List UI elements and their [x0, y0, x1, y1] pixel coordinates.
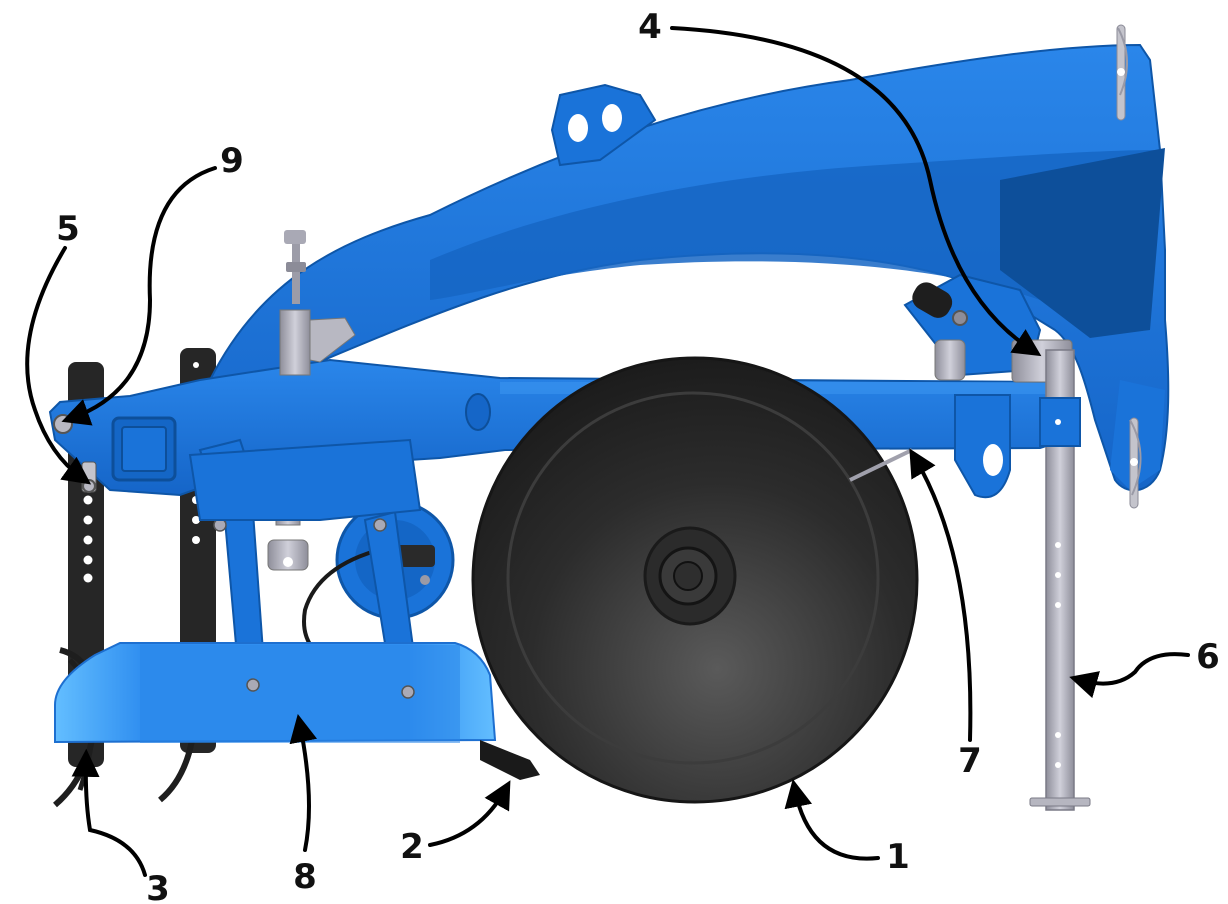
- callout-1-label: 1: [886, 837, 910, 877]
- parking-stand: [1029, 349, 1091, 811]
- callout-3-label: 3: [146, 869, 170, 904]
- lower-hitch-pin: [1129, 417, 1142, 509]
- arrow-1: [784, 779, 880, 861]
- arrow-2: [428, 780, 511, 847]
- arrow-8: [289, 714, 318, 852]
- callout-labels: 1 2 3 4 5 6 7 8 9: [56, 7, 1220, 904]
- callout-5-label: 5: [56, 209, 80, 249]
- scraper-rod: [849, 448, 913, 482]
- screw-adjuster: [267, 230, 356, 571]
- arrow-4: [670, 26, 1042, 357]
- disc: [471, 356, 919, 804]
- arrow-5: [25, 246, 92, 485]
- adjustment-pin: [81, 461, 97, 493]
- hanger-assembly: [188, 438, 455, 707]
- arrow-9: [61, 166, 217, 426]
- callout-arrows: [25, 26, 1190, 877]
- callout-2-label: 2: [400, 827, 424, 867]
- arrow-6: [1069, 652, 1190, 699]
- callout-4-label: 4: [638, 7, 662, 47]
- pivot-bolt: [53, 414, 73, 434]
- arrow-7: [909, 448, 973, 742]
- callout-9-label: 9: [220, 141, 244, 181]
- arrow-3: [71, 748, 147, 877]
- callout-7-label: 7: [958, 741, 982, 781]
- depth-skid: [54, 642, 497, 744]
- scraper-tip: [480, 740, 540, 780]
- top-hitch-pin: [1116, 24, 1129, 121]
- callout-8-label: 8: [293, 857, 317, 897]
- callout-6-label: 6: [1196, 637, 1220, 677]
